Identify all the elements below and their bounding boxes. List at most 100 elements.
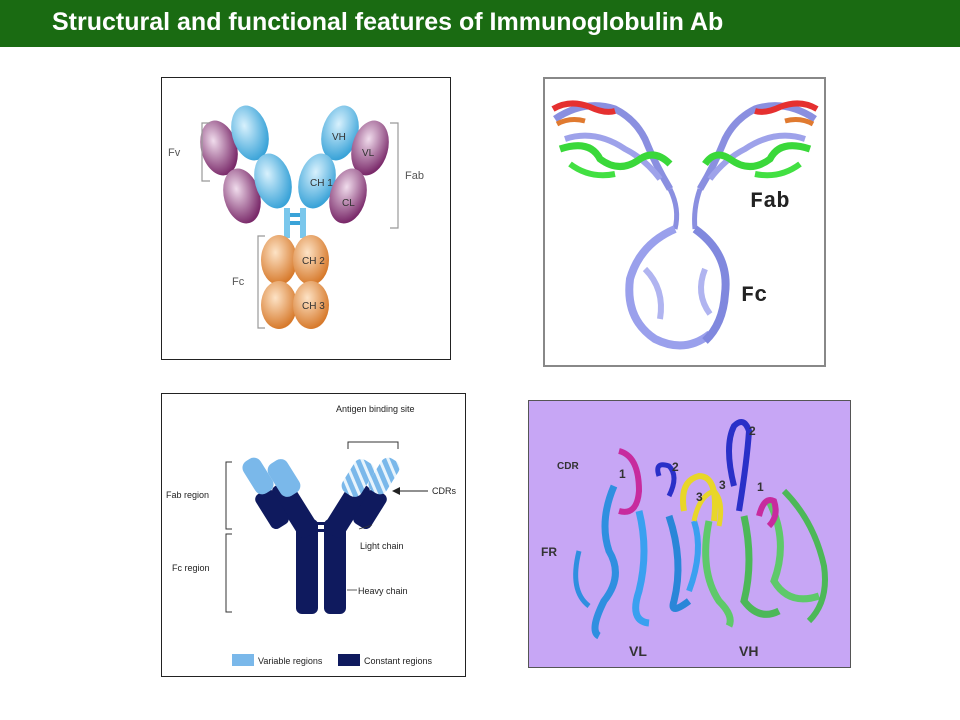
variable-domain-ribbon-panel: CDR FR VL VH 1 2 3 1 2 3	[528, 400, 851, 668]
vh-cdr2-loop	[726, 419, 753, 512]
fc-backbone	[625, 225, 713, 350]
vh-strand	[702, 520, 734, 628]
hinge-bar	[285, 221, 305, 225]
ch1-label: CH 1	[310, 178, 333, 189]
left-fab-backbone	[564, 132, 663, 181]
fc-region-brace	[225, 533, 232, 613]
light-chain-label: Light chain	[360, 541, 404, 551]
left-light-arm-variable	[242, 457, 274, 495]
right-vl-domain	[351, 120, 389, 176]
left-ch1-domain	[254, 153, 292, 209]
vl-cdr1-loop	[618, 448, 643, 515]
vl-label: VL	[629, 643, 647, 659]
crystal-structure-panel: Fab Fc	[543, 77, 826, 367]
vh-strand	[765, 499, 821, 603]
right-vh-domain	[321, 105, 359, 161]
left-cl-domain	[223, 168, 261, 224]
vh-label: VH	[332, 132, 346, 143]
fab-label: Fab	[405, 170, 424, 182]
right-light-arm-constant	[353, 489, 387, 529]
vh-cdr3-loop	[691, 488, 724, 527]
left-ch2-domain	[261, 235, 297, 285]
right-cdr-orange	[784, 117, 815, 127]
antigen-site-brace	[347, 441, 399, 449]
vl-cdr1-number: 1	[619, 467, 626, 481]
slide-title: Structural and functional features of Im…	[52, 8, 724, 36]
left-fab-green	[568, 161, 616, 179]
hinge-backbone	[692, 188, 703, 230]
fc-backbone	[642, 266, 664, 320]
heavy-chain-label: Heavy chain	[358, 586, 408, 596]
domain-diagram-panel: Fv Fab Fc VH VL CH 1 CL CH 2 CH 3	[161, 77, 451, 360]
cdr-label: CDR	[557, 461, 579, 472]
vl-cdr3-loop	[680, 472, 718, 522]
right-ch2-domain	[293, 235, 329, 285]
left-heavy-arm-variable	[267, 459, 301, 497]
fc-backbone	[692, 225, 730, 344]
cdr-arrowhead	[392, 487, 400, 495]
right-fab-green	[754, 161, 802, 179]
left-ch3-domain	[261, 281, 297, 329]
left-cdr-orange	[555, 117, 586, 127]
hinge-stalk	[300, 208, 306, 238]
vl-strand	[686, 520, 701, 593]
legend-variable-label: Variable regions	[258, 656, 323, 666]
legend-constant-label: Constant regions	[364, 656, 433, 666]
vh-cdr1-number: 1	[757, 480, 764, 494]
disulfide-bond	[316, 522, 326, 525]
fc-label: Fc	[232, 276, 245, 288]
right-light-arm-variable	[368, 457, 400, 495]
heavy-chain-right-stem	[324, 519, 346, 614]
fab-region-label: Fab region	[166, 490, 209, 500]
fc-label: Fc	[741, 283, 767, 308]
vh-label: VH	[739, 643, 758, 659]
vl-strand	[665, 514, 692, 612]
legend-variable-swatch	[232, 654, 254, 666]
vh-cdr3-number: 3	[719, 478, 726, 492]
fc-bracket	[257, 235, 265, 329]
vh-strand	[781, 488, 828, 624]
heavy-chain-left-stem	[296, 519, 318, 614]
vh-cdr1-loop	[756, 497, 779, 529]
right-heavy-arm-variable	[341, 459, 375, 497]
fab-label: Fab	[750, 189, 790, 214]
left-vl-domain	[200, 120, 238, 176]
vh-cdr2-number: 2	[749, 424, 756, 438]
vh-strand	[740, 515, 781, 618]
fab-bracket	[390, 122, 399, 229]
hinge-stalk	[284, 208, 290, 238]
hinge-backbone	[667, 187, 680, 230]
right-ch3-domain	[293, 281, 329, 329]
cl-label: CL	[342, 198, 355, 209]
title-bar: Structural and functional features of Im…	[0, 0, 960, 47]
vl-strand	[632, 510, 650, 627]
vl-label: VL	[362, 148, 375, 159]
vl-strand	[591, 484, 619, 640]
vl-cdr2-loop	[655, 462, 677, 498]
schematic-panel: Antigen binding site CDRs Fab region Fc …	[161, 393, 466, 677]
ch2-label: CH 2	[302, 256, 325, 267]
right-fab-backbone	[707, 132, 806, 181]
fv-bracket	[201, 122, 210, 182]
fr-label: FR	[541, 545, 557, 559]
right-fab-green	[702, 142, 812, 170]
fc-region-label: Fc region	[172, 563, 210, 573]
fab-region-brace	[225, 461, 232, 530]
fc-backbone	[698, 267, 713, 316]
ch3-label: CH 3	[302, 301, 325, 312]
legend-constant-swatch	[338, 654, 360, 666]
cdrs-label: CDRs	[432, 486, 456, 496]
left-vh-domain	[231, 105, 269, 161]
right-ch1-domain	[298, 153, 336, 209]
hinge-bar	[285, 213, 305, 217]
disulfide-bond	[316, 529, 326, 532]
vl-cdr2-number: 2	[672, 460, 679, 474]
antigen-binding-site-label: Antigen binding site	[336, 404, 415, 414]
right-cdr-red	[754, 100, 819, 115]
vl-cdr3-number: 3	[696, 490, 703, 504]
right-cl-domain	[329, 168, 367, 224]
light-chain-pointer	[358, 524, 373, 530]
left-fab-green	[558, 142, 673, 170]
left-cdr-red	[551, 100, 616, 115]
fv-label: Fv	[168, 147, 181, 159]
